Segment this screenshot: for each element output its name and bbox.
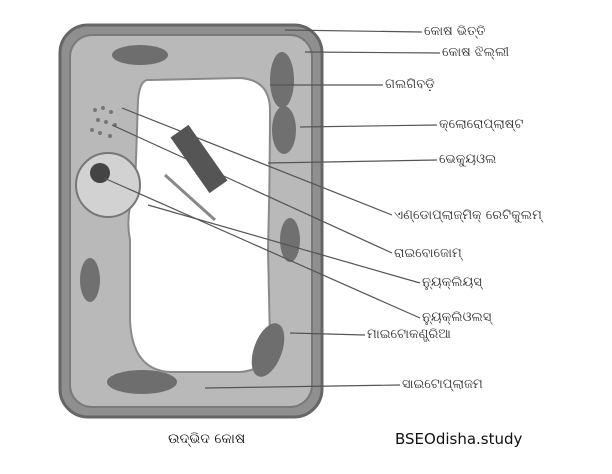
label-ribosome: ରାଇବୋଜୋମ୍ [394, 246, 462, 261]
nucleolus [90, 163, 110, 183]
label-cell-membrane: କୋଷ ଝିଲ୍ଲୀ [442, 45, 510, 60]
leader-lines [103, 29, 441, 389]
label-cell-wall: କୋଷ ଭିତ୍ତି [424, 24, 486, 39]
label-nucleolus: ନ୍ୟୁକ୍ଲିଓଲସ୍ [422, 310, 492, 325]
endoplasmic-reticulum [90, 106, 117, 138]
mitochondria [107, 45, 285, 394]
label-endoplasmic-reticulum: ଏଣ୍ଡୋପ୍ଲାଜ୍ମିକ୍ ରେଟିକୁଲମ୍ [394, 208, 542, 223]
watermark: BSEOdisha.study [395, 430, 523, 448]
label-nucleus: ନ୍ୟୁକ୍ଲିୟସ୍ [422, 275, 482, 290]
label-golgi-body: ଗଲଗିବଡ଼ି [385, 77, 435, 92]
label-cytoplasm: ସାଇଟୋପ୍ଲାଜମ [402, 377, 483, 392]
label-mitochondria: ମାଇଟୋକଣ୍ଡ୍ରିଆ [367, 327, 451, 342]
nucleus [75, 152, 141, 218]
label-chloroplast: କ୍ଲୋରୋପ୍ଲାଷ୍ଟ [439, 117, 524, 132]
vacuole [127, 76, 272, 373]
chloroplasts [80, 52, 300, 302]
golgi-crystal [170, 124, 228, 194]
diagram-caption: ଉଦ୍ଭିଦ କୋଷ [168, 431, 246, 447]
label-vacuole: ଭେକ୍ୟୁଓଲ [439, 152, 497, 167]
